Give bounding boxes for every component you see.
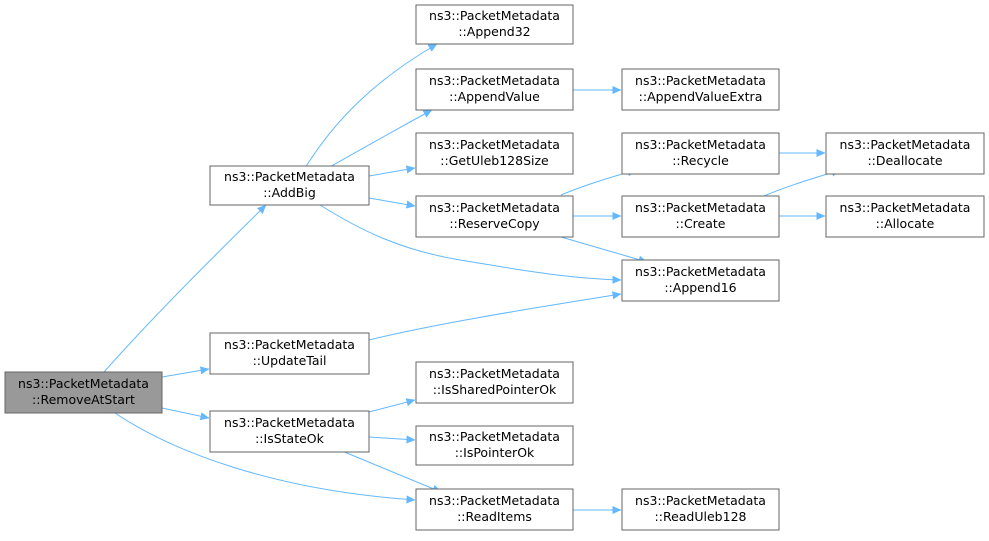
node-create[interactable]: ns3::PacketMetadata ::Create [621,195,780,238]
edge-removeatstart-readitems [114,412,416,504]
node-label-line2: ::RemoveAtStart [32,392,135,407]
edge-isstateok-ispointerok [368,435,416,444]
node-append32[interactable]: ns3::PacketMetadata ::Append32 [415,4,574,45]
node-label-line2: ::AppendValue [449,89,540,104]
node-label-line2: ::IsPointerOk [455,445,535,460]
node-append-value-extra[interactable]: ns3::PacketMetadata ::AppendValueExtra [621,68,780,111]
edges [103,43,841,515]
node-remove-at-start[interactable]: ns3::PacketMetadata ::RemoveAtStart [4,371,163,414]
node-allocate[interactable]: ns3::PacketMetadata ::Allocate [825,195,985,238]
node-label-line2: ::AddBig [263,185,316,200]
node-label-line2: ::ReserveCopy [449,216,540,231]
node-label-line1: ns3::PacketMetadata [224,337,355,352]
edge-removeatstart-updatetail [161,366,210,378]
node-label-line2: ::Recycle [672,153,729,168]
edge-removeatstart-isstateok [161,407,210,421]
edge-isstateok-issharedpointerok [368,398,416,413]
node-is-state-ok[interactable]: ns3::PacketMetadata ::IsStateOk [209,410,370,453]
node-label-line2: ::ReadItems [457,509,532,524]
edge-isstateok-readitems [341,450,442,493]
node-label-line1: ns3::PacketMetadata [224,169,355,184]
node-label-line1: ns3::PacketMetadata [635,73,766,88]
edge-updatetail-append16 [368,291,622,341]
node-label-line1: ns3::PacketMetadata [840,200,971,215]
node-label-line2: ::Append32 [458,24,530,39]
node-label-line2: ::IsSharedPointerOk [433,382,557,397]
node-add-big[interactable]: ns3::PacketMetadata ::AddBig [209,165,370,206]
edge-addbig-appendvalue [327,109,433,169]
nodes: ns3::PacketMetadata ::RemoveAtStart ns3:… [4,4,985,531]
node-label-line1: ns3::PacketMetadata [429,8,560,23]
node-reserve-copy[interactable]: ns3::PacketMetadata ::ReserveCopy [415,195,574,238]
edge-reservecopy-append16 [560,236,648,264]
node-read-items[interactable]: ns3::PacketMetadata ::ReadItems [415,488,574,531]
node-label-line1: ns3::PacketMetadata [429,493,560,508]
node-label-line2: ::ReadUleb128 [655,509,747,524]
node-label-line2: ::AppendValueExtra [639,89,763,104]
node-label-line1: ns3::PacketMetadata [224,415,355,430]
node-label-line1: ns3::PacketMetadata [635,200,766,215]
node-label-line2: ::GetUleb128Size [440,153,549,168]
node-append16[interactable]: ns3::PacketMetadata ::Append16 [621,259,780,302]
edge-addbig-append16 [319,204,622,284]
node-label-line1: ns3::PacketMetadata [429,73,560,88]
node-label-line1: ns3::PacketMetadata [429,137,560,152]
node-label-line2: ::Create [676,216,726,231]
node-label-line1: ns3::PacketMetadata [635,493,766,508]
node-append-value[interactable]: ns3::PacketMetadata ::AppendValue [415,68,574,111]
node-label-line1: ns3::PacketMetadata [635,264,766,279]
node-is-pointer-ok[interactable]: ns3::PacketMetadata ::IsPointerOk [415,425,574,466]
node-deallocate[interactable]: ns3::PacketMetadata ::Deallocate [825,132,985,175]
node-get-uleb128-size[interactable]: ns3::PacketMetadata ::GetUleb128Size [415,132,574,175]
node-label-line1: ns3::PacketMetadata [429,200,560,215]
node-label-line1: ns3::PacketMetadata [429,366,560,381]
node-label-line1: ns3::PacketMetadata [18,376,149,391]
node-is-shared-pointer-ok[interactable]: ns3::PacketMetadata ::IsSharedPointerOk [415,361,574,404]
edge-addbig-append32 [304,43,438,169]
node-read-uleb128[interactable]: ns3::PacketMetadata ::ReadUleb128 [621,488,780,531]
node-label-line1: ns3::PacketMetadata [429,429,560,444]
node-recycle[interactable]: ns3::PacketMetadata ::Recycle [621,132,780,175]
edge-addbig-getuleb128size [368,165,416,177]
edge-removeatstart-addbig [103,204,267,373]
node-label-line1: ns3::PacketMetadata [840,137,971,152]
node-label-line2: ::Deallocate [867,153,942,168]
edge-addbig-reservecopy [368,197,416,209]
node-label-line1: ns3::PacketMetadata [635,137,766,152]
node-label-line2: ::UpdateTail [253,353,327,368]
node-label-line2: ::Allocate [876,216,935,231]
node-update-tail[interactable]: ns3::PacketMetadata ::UpdateTail [209,332,370,375]
node-label-line2: ::IsStateOk [255,431,325,446]
node-label-line2: ::Append16 [664,280,736,295]
